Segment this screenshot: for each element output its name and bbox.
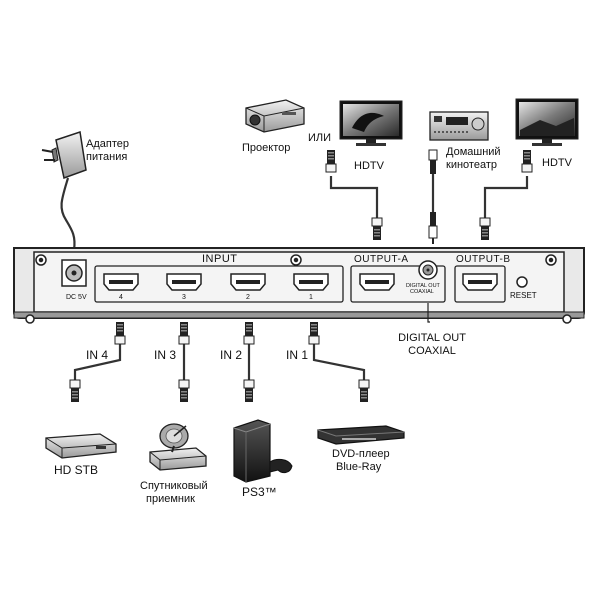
port-number-2: 2 — [246, 294, 250, 301]
digital-out-line1: DIGITAL OUT — [398, 332, 466, 344]
power-adapter-icon — [41, 131, 87, 180]
input-title: INPUT — [202, 253, 238, 265]
output-a-group — [350, 265, 446, 303]
satellite-line1: Спутниковый — [140, 480, 208, 492]
ps3-label: PS3™ — [242, 485, 277, 499]
dvd-line1: DVD-плеер — [332, 448, 390, 460]
satellite-label: Спутниковый приемник — [140, 480, 208, 506]
hdtv-a-label: HDTV — [354, 160, 384, 172]
satellite-receiver-icon — [149, 423, 207, 471]
in1-cable — [312, 344, 366, 382]
coaxial-callout-line — [427, 303, 430, 323]
hdmi-input-ports — [103, 273, 329, 291]
digital-out-label: DIGITAL OUT COAXIAL — [396, 332, 468, 358]
in4-cable — [73, 344, 122, 382]
hd-stb-label: HD STB — [54, 463, 99, 477]
hdtv-b-label: HDTV — [542, 157, 572, 169]
hdtv-a-cable — [329, 176, 379, 222]
adapter-label-line1: Адаптер — [86, 138, 129, 150]
input-group — [94, 265, 344, 303]
port-number-4: 4 — [119, 294, 123, 301]
reset-label: RESET — [510, 291, 537, 300]
cables — [60, 174, 529, 382]
dc-power-port — [61, 259, 87, 287]
ps3-console-icon — [233, 419, 293, 483]
in2-label: IN 2 — [220, 348, 243, 362]
hdtv-a-icon — [339, 100, 403, 146]
port-number-1: 1 — [309, 294, 313, 301]
home-theater-line1: Домашний — [446, 146, 501, 158]
or-label: ИЛИ — [308, 132, 332, 144]
reset-button — [516, 276, 528, 288]
home-theater-label: Домашний кинотеатр — [446, 146, 501, 172]
adapter-label: Адаптер питания — [86, 138, 129, 164]
hdmi-switch — [13, 247, 585, 324]
dvd-line2: Blue-Ray — [336, 461, 382, 473]
power-cable — [60, 177, 76, 251]
in3-label: IN 3 — [154, 348, 177, 362]
output-a-title: OUTPUT-A — [354, 254, 409, 265]
digital-out-line2: COAXIAL — [408, 345, 456, 357]
in1-label: IN 1 — [286, 348, 309, 362]
projector-label: Проектор — [242, 142, 291, 154]
digital-out-small-line1: DIGITAL OUT — [406, 283, 440, 289]
home-theater-line2: кинотеатр — [446, 159, 497, 171]
home-theater-icon — [429, 111, 489, 141]
digital-out-small-line2: COAXIAL — [410, 289, 434, 295]
dc-power-label: DC 5V — [66, 294, 87, 301]
port-number-3: 3 — [182, 294, 186, 301]
output-a-port — [359, 273, 395, 291]
hd-stb-icon — [45, 433, 117, 459]
output-b-title: OUTPUT-B — [456, 254, 511, 265]
in4-label: IN 4 — [86, 348, 109, 362]
output-b-port — [462, 273, 498, 291]
dvd-player-icon — [317, 425, 405, 445]
coaxial-port — [418, 260, 438, 280]
output-b-group — [454, 265, 506, 303]
digital-out-small: DIGITAL OUT COAXIAL — [406, 283, 440, 295]
adapter-label-line2: питания — [86, 151, 128, 163]
hdtv-b-icon — [515, 98, 579, 146]
screw-icons — [25, 254, 572, 324]
satellite-line2: приемник — [146, 493, 195, 505]
dvd-label: DVD-плеер Blue-Ray — [332, 448, 390, 474]
projector-icon — [245, 99, 305, 133]
hdtv-b-cable — [483, 176, 529, 222]
coax-plugs — [428, 149, 438, 244]
